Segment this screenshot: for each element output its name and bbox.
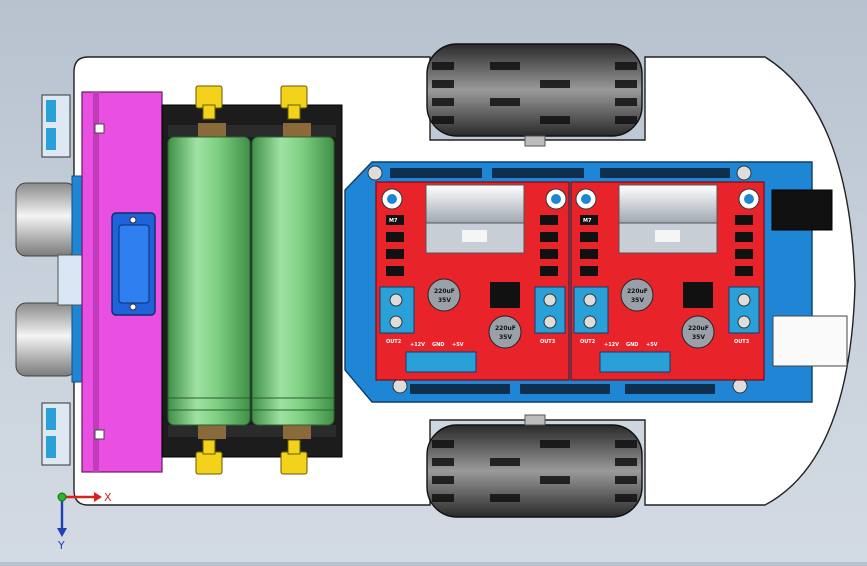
- pin-5v-label: +5V: [646, 342, 658, 348]
- capacitor-top-volt: 35V: [438, 297, 451, 304]
- battery-clips: [195, 85, 308, 475]
- capacitor-bottom-volt: 35V: [499, 334, 512, 341]
- x-axis-label: X: [104, 491, 112, 504]
- origin-marker: [57, 492, 67, 502]
- capacitor-bottom-label: 220uF: [495, 325, 516, 332]
- pin-gnd-label: GND: [626, 342, 638, 348]
- wheel-bottom: [426, 414, 643, 518]
- diode-label: M7: [389, 218, 398, 224]
- battery-cell-2: [251, 136, 335, 426]
- pin-12v-label: +12V: [410, 342, 425, 348]
- out-left-label: OUT2: [386, 339, 402, 345]
- capacitor-top-volt: 35V: [631, 297, 644, 304]
- pin-12v-label: +12V: [604, 342, 619, 348]
- pin-gnd-label: GND: [432, 342, 444, 348]
- ir-sensor-bottom: [41, 402, 71, 466]
- out-right-label: OUT3: [734, 339, 750, 345]
- out-right-label: OUT3: [540, 339, 556, 345]
- y-axis-label: Y: [57, 539, 65, 552]
- side-board: [81, 91, 163, 473]
- motor-driver-right: M7 220uF 35V 220uF 35V OUT2 OUT3 +12V GN…: [570, 181, 765, 381]
- axis-triad[interactable]: X Y: [57, 491, 112, 552]
- wheel-top: [426, 43, 643, 147]
- ir-sensor-top: [41, 94, 71, 158]
- capacitor-top-label: 220uF: [434, 288, 455, 295]
- capacitor-top-label: 220uF: [627, 288, 648, 295]
- battery-cell-1: [167, 136, 251, 426]
- diode-label: M7: [583, 218, 592, 224]
- motor-driver-left: M7 220uF 35V 220uF 35V OUT2 OUT3 +12V GN…: [375, 181, 570, 381]
- capacitor-bottom-volt: 35V: [692, 334, 705, 341]
- pin-5v-label: +5V: [452, 342, 464, 348]
- capacitor-bottom-label: 220uF: [688, 325, 709, 332]
- out-left-label: OUT2: [580, 339, 596, 345]
